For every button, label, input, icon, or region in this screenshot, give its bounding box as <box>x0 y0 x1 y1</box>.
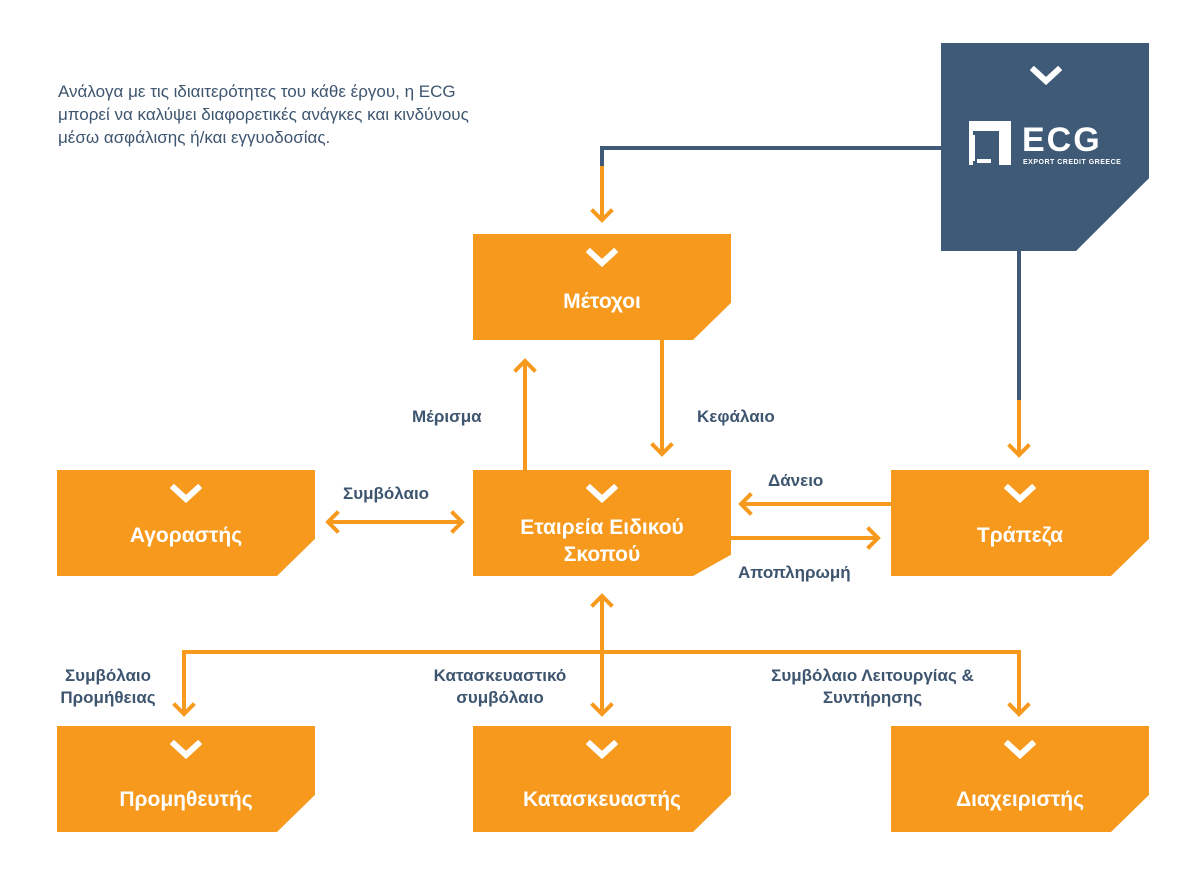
node-spv-label: Εταιρεία Ειδικού Σκοπού <box>520 516 684 566</box>
ecg-logo-subtitle: EXPORT CREDIT GREECE <box>1023 159 1122 166</box>
chevron-down-icon <box>586 740 618 760</box>
node-shareholders-label: Μέτοχοι <box>563 290 641 313</box>
node-supplier: Προμηθευτής <box>57 726 315 832</box>
ecg-logo-word: ECG <box>1022 121 1102 159</box>
node-operator: Διαχειριστής <box>891 726 1149 832</box>
edge-label-dividend: Μέρισμα <box>412 407 482 426</box>
ecg-logo-icon <box>969 121 1011 165</box>
node-constructor-label: Κατασκευαστής <box>523 788 681 811</box>
chevron-down-icon <box>1030 66 1062 86</box>
edge-label-capital: Κεφάλαιο <box>697 407 775 426</box>
edge-label-contract: Συμβόλαιο <box>343 484 430 503</box>
node-supplier-label: Προμηθευτής <box>119 788 253 811</box>
chevron-down-icon <box>170 484 202 504</box>
node-buyer-label: Αγοραστής <box>129 524 243 547</box>
intro-text: Ανάλογα με τις ιδιαιτερότητες του κάθε έ… <box>58 82 469 147</box>
edge-label-om-contract: Συμβόλαιο Λειτουργίας & Συντήρησης <box>771 666 974 707</box>
edge-label-supply-contract: Συμβόλαιο Προμήθειας <box>60 666 156 707</box>
chevron-down-icon <box>586 248 618 268</box>
node-shareholders: Μέτοχοι <box>473 234 731 340</box>
edge-label-construction-contract: Κατασκευαστικό συμβόλαιο <box>433 666 567 707</box>
chevron-down-icon <box>586 484 618 504</box>
node-constructor: Κατασκευαστής <box>473 726 731 832</box>
node-bank-label: Τράπεζα <box>976 524 1064 547</box>
node-bank: Τράπεζα <box>891 470 1149 576</box>
edge-label-loan: Δάνειο <box>768 471 824 490</box>
chevron-down-icon <box>1004 484 1036 504</box>
ecg-to-shareholders-line <box>600 146 941 166</box>
chevron-down-icon <box>1004 740 1036 760</box>
edge-label-repayment: Αποπληρωμή <box>738 563 851 582</box>
node-buyer: Αγοραστής <box>57 470 315 576</box>
node-operator-label: Διαχειριστής <box>955 788 1085 811</box>
ecg-logo-block: ECG EXPORT CREDIT GREECE <box>941 43 1149 251</box>
node-spv: Εταιρεία Ειδικού Σκοπού <box>473 470 731 576</box>
chevron-down-icon <box>170 740 202 760</box>
